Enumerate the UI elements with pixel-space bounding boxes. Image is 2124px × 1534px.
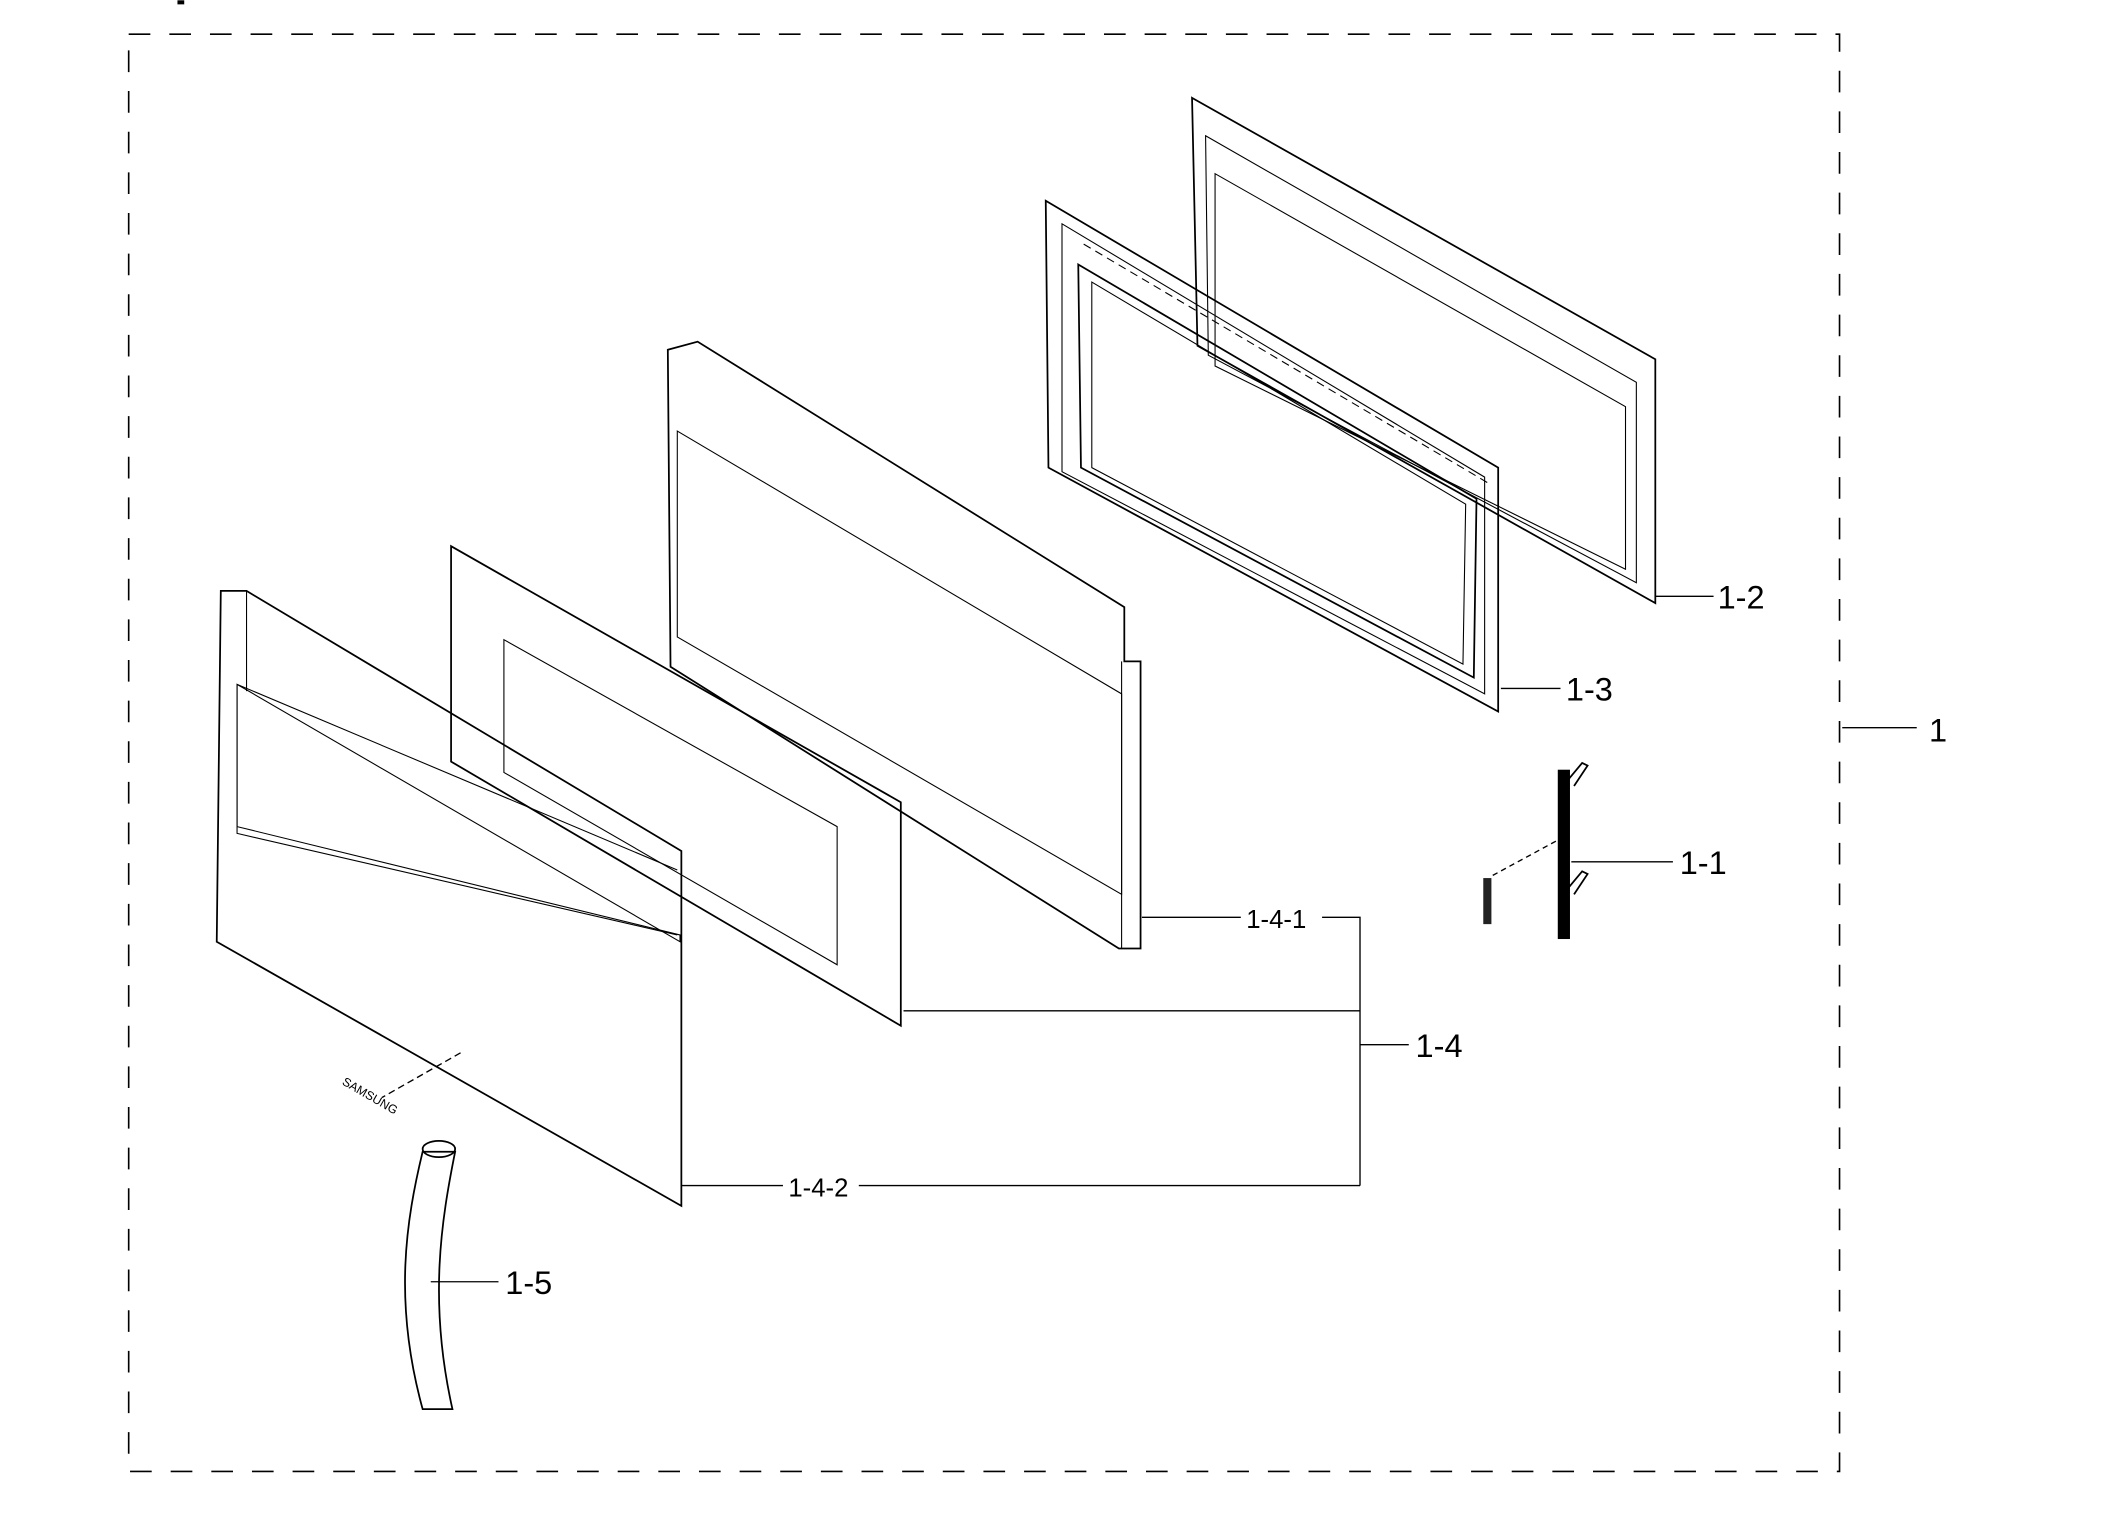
label-1-5: 1-5 <box>505 1265 552 1301</box>
label-1-1: 1-1 <box>1680 845 1727 881</box>
leader-lines <box>430 595 1917 1283</box>
rear-frame-part <box>1191 96 1657 605</box>
handle-part <box>404 1139 457 1410</box>
label-1: 1 <box>1929 712 1947 748</box>
door-front-panel-part <box>215 590 683 1208</box>
choke-frame-part <box>1044 199 1500 713</box>
label-1-3: 1-3 <box>1566 672 1613 708</box>
label-1-4-1: 1-4-1 <box>1246 906 1306 934</box>
label-1-4: 1-4 <box>1416 1028 1463 1064</box>
assembly-boundary <box>127 33 1841 1473</box>
brand-logo-text: SAMSUNG <box>340 1074 400 1117</box>
label-1-2: 1-2 <box>1718 580 1765 616</box>
label-1-4-2: 1-4-2 <box>788 1174 848 1202</box>
hinge-part <box>1483 761 1589 940</box>
brand-leader-line <box>381 1052 461 1099</box>
door-inner-panel-part <box>666 340 1142 950</box>
top-edge-fragment <box>177 0 185 5</box>
door-glass-part <box>450 544 902 1028</box>
